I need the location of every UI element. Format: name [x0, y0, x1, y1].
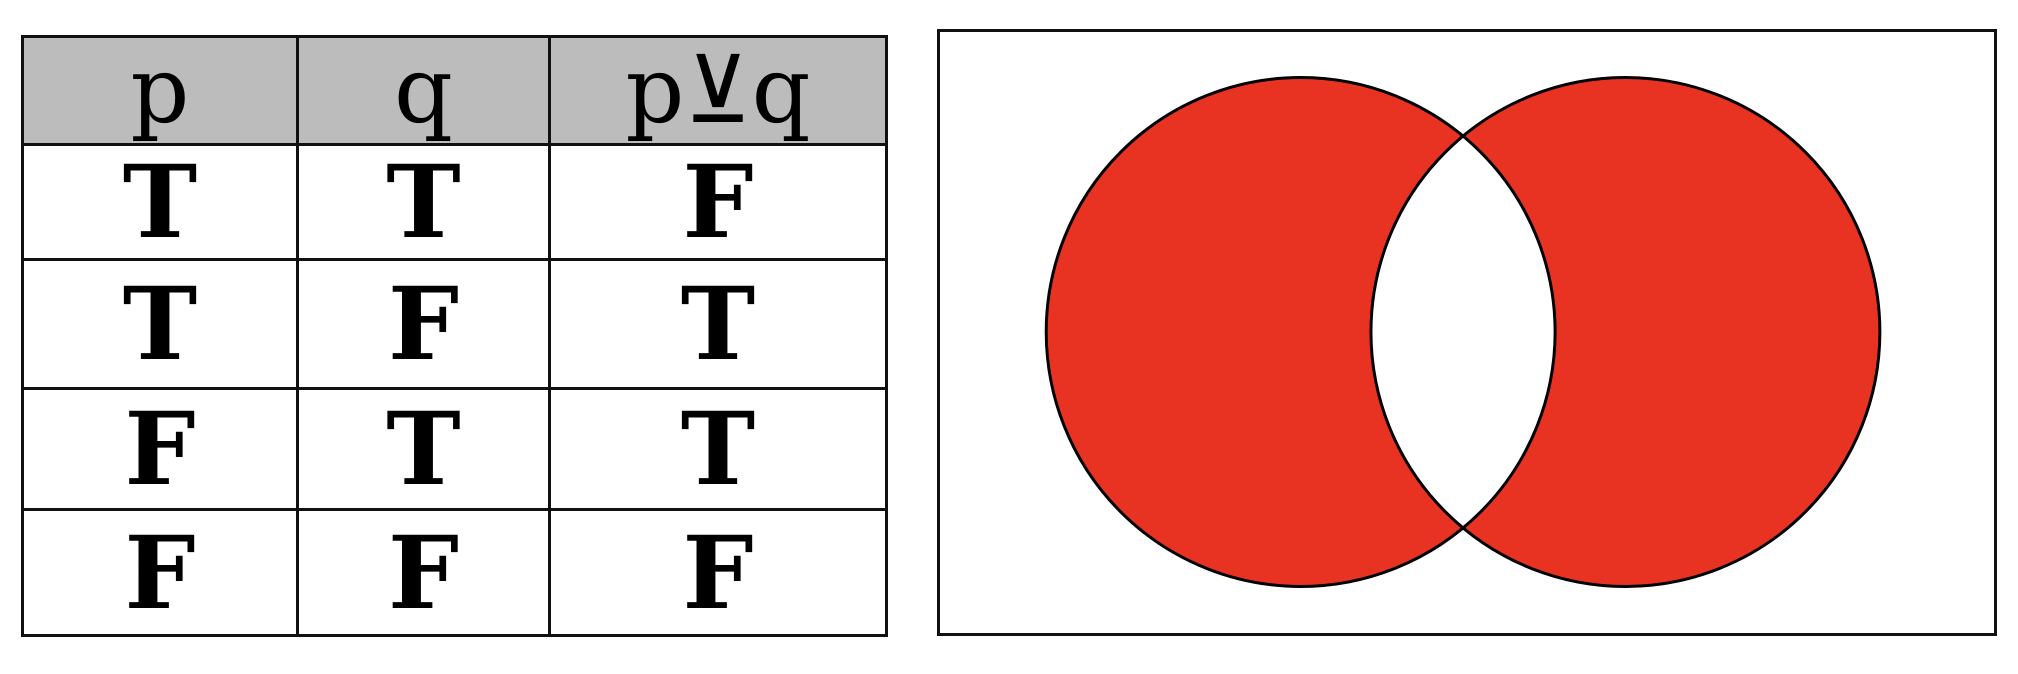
header-xor: p⊻q — [548, 35, 888, 146]
cell-q: T — [296, 387, 551, 511]
cell-p: T — [21, 143, 299, 261]
venn-circle-p — [1044, 76, 1557, 588]
cell-q: T — [296, 143, 551, 261]
table-row: F F F — [21, 508, 888, 637]
cell-p: F — [21, 508, 299, 637]
venn-region-p-and-q — [1371, 135, 1555, 528]
table-row: F T T — [21, 387, 888, 511]
venn-circle-q — [1369, 76, 1882, 588]
truth-table: p q p⊻q T T F T F T F T T F F F — [21, 35, 888, 637]
cell-result: F — [548, 143, 888, 261]
venn-region-q-only — [1463, 77, 1881, 586]
cell-q: F — [296, 508, 551, 637]
cell-result: T — [548, 258, 888, 390]
cell-p: T — [21, 258, 299, 390]
header-p: p — [21, 35, 299, 146]
header-row: p q p⊻q — [21, 35, 888, 146]
table-row: T T F — [21, 143, 888, 261]
venn-diagram-panel — [937, 29, 1997, 636]
cell-result: T — [548, 387, 888, 511]
cell-q: F — [296, 258, 551, 390]
venn-diagram — [1044, 76, 1882, 588]
venn-region-p-only — [1045, 77, 1464, 586]
table-row: T F T — [21, 258, 888, 390]
cell-result: F — [548, 508, 888, 637]
cell-p: F — [21, 387, 299, 511]
header-q: q — [296, 35, 551, 146]
